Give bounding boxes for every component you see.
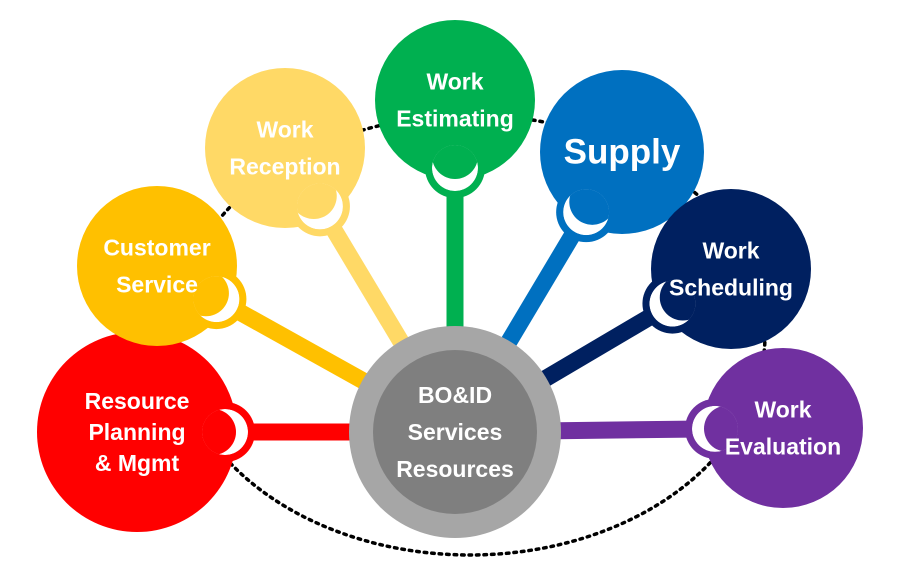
circle-work-evaluation [703, 348, 863, 508]
hub-label-1: Services [408, 419, 503, 445]
node-label-resource-planning-0: Resource [85, 388, 190, 414]
node-label-work-evaluation-1: Evaluation [725, 434, 841, 460]
node-label-resource-planning-2: & Mgmt [95, 450, 180, 476]
node-label-work-scheduling-0: Work [702, 238, 759, 264]
crescent-resource-planning [202, 409, 248, 455]
node-label-work-scheduling-1: Scheduling [669, 275, 793, 301]
node-label-work-reception-1: Reception [229, 154, 340, 180]
node-label-customer-service-1: Service [116, 272, 198, 298]
hub-inner-circle [373, 350, 537, 514]
hub-label-0: BO&ID [418, 382, 492, 408]
crescent-work-evaluation [692, 405, 739, 452]
node-label-work-estimating-0: Work [426, 69, 483, 95]
node-supply: Supply [540, 70, 704, 243]
circle-resource-planning [37, 332, 237, 532]
circle-work-estimating [375, 20, 535, 180]
crescent-customer-service [193, 276, 240, 323]
node-label-resource-planning-1: Planning [88, 419, 185, 445]
crescent-work-estimating [432, 145, 478, 191]
node-label-supply-0: Supply [564, 133, 681, 172]
hub-label-2: Resources [396, 456, 514, 482]
node-label-work-reception-0: Work [256, 117, 313, 143]
node-label-customer-service-0: Customer [103, 235, 210, 261]
node-label-work-evaluation-0: Work [754, 397, 811, 423]
circle-customer-service [77, 186, 237, 346]
node-label-work-estimating-1: Estimating [396, 106, 514, 132]
